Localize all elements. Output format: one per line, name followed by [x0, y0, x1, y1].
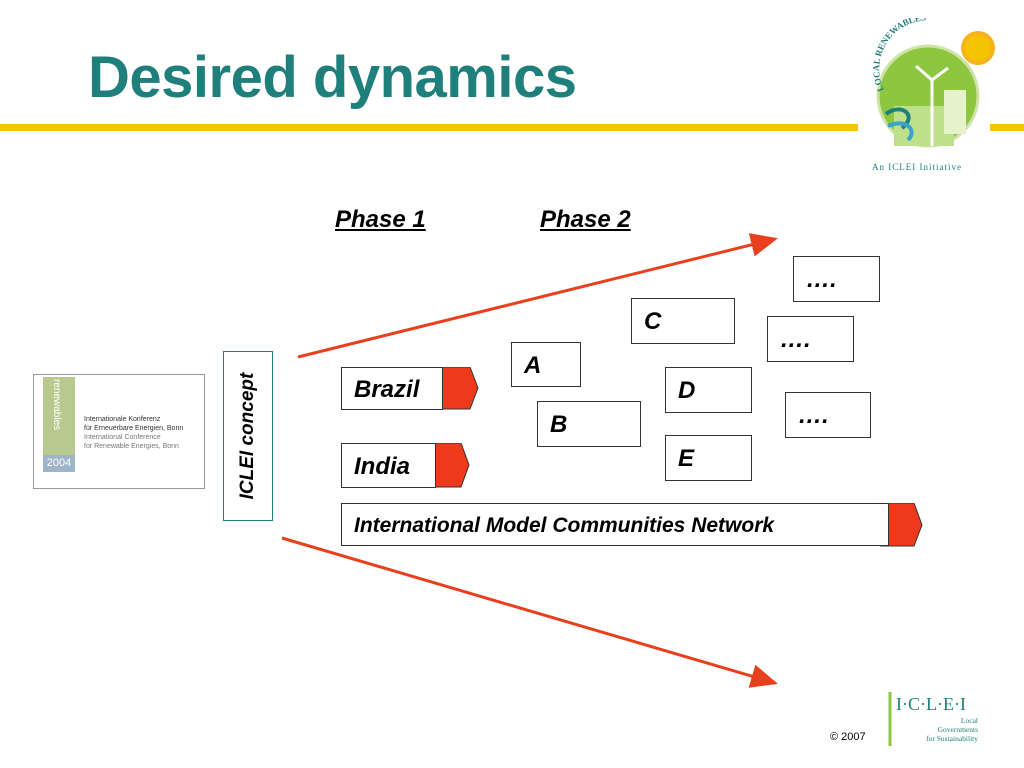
conference-text: Internationale Konferenz für Erneuerbare…	[84, 415, 183, 451]
box-d: D	[665, 367, 752, 413]
conference-line: International Conference	[84, 434, 161, 441]
iclei-concept-label: ICLEI concept	[237, 372, 258, 500]
iclei-concept-box: ICLEI concept	[223, 351, 273, 521]
lower-arrow	[281, 536, 778, 688]
logo-subtitle: An ICLEI Initiative	[872, 162, 962, 172]
box-c: C	[631, 298, 735, 344]
conference-line: for Renewable Energies, Bonn	[84, 443, 179, 450]
slide-title: Desired dynamics	[88, 45, 577, 110]
network-box: International Model Communities Network	[341, 503, 889, 546]
phase-1-label: Phase 1	[335, 206, 426, 233]
conference-year: 2004	[43, 455, 75, 472]
ellipsis-box: ….	[793, 256, 880, 302]
copyright-text: © 2007	[830, 731, 866, 743]
box-e: E	[665, 435, 752, 481]
box-a: A	[511, 342, 581, 387]
upper-arrow	[297, 233, 778, 359]
ellipsis-box: ….	[785, 392, 871, 438]
conference-line: Internationale Konferenz	[84, 416, 161, 423]
title-underline-bar	[0, 124, 858, 131]
local-renewables-logo: LOCAL RENEWABLES An ICLEI Initiative	[871, 18, 995, 172]
conference-line: für Erneuerbare Energien, Bonn	[84, 425, 184, 432]
iclei-logo-line: Local	[961, 716, 978, 725]
phase-2-label: Phase 2	[540, 206, 631, 233]
india-box: India	[341, 443, 436, 488]
india-tab-arrow	[427, 443, 470, 488]
ellipsis-box: ….	[767, 316, 854, 362]
box-b: B	[537, 401, 641, 447]
brazil-tab-arrow	[436, 367, 479, 410]
iclei-logo-line: Governments	[938, 725, 978, 734]
brazil-box: Brazil	[341, 367, 443, 410]
renewables-strip-text: renewables	[51, 379, 62, 431]
iclei-logo: I·C·L·E·I Local Governments for Sustaina…	[888, 692, 978, 746]
title-underline-bar-right	[990, 124, 1024, 131]
conference-image: renewables 2004 Internationale Konferenz…	[33, 374, 205, 489]
network-tab-arrow	[880, 503, 923, 547]
iclei-logo-text: I·C·L·E·I	[896, 694, 966, 714]
iclei-logo-line: for Sustainability	[926, 734, 978, 743]
